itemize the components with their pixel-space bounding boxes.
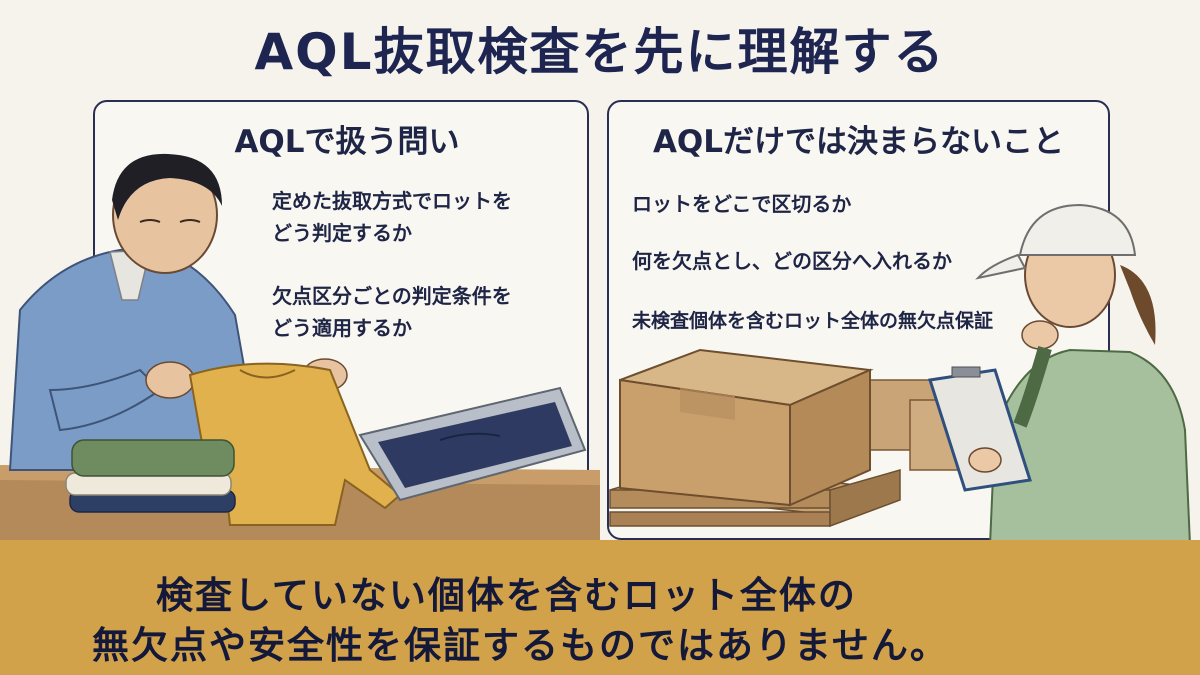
left-item-1: 定めた抜取方式でロットを どう判定するか: [272, 185, 512, 249]
left-item-2: 欠点区分ごとの判定条件を どう適用するか: [272, 280, 512, 344]
left-item-2-line1: 欠点区分ごとの判定条件を: [272, 284, 512, 308]
page-title: AQL抜取検査を先に理解する: [254, 23, 946, 81]
right-item-2: 何を欠点とし、どの区分へ入れるか: [632, 249, 952, 273]
inspector-man-illustration: [0, 153, 600, 545]
left-item-1-line2: どう判定するか: [272, 221, 412, 245]
right-item-3: 未検査個体を含むロット全体の無欠点保証: [632, 310, 994, 332]
left-item-2-line2: どう適用するか: [272, 316, 412, 340]
right-panel-heading: AQLだけでは決まらないこと: [652, 124, 1065, 160]
pallet-inspector-illustration: [609, 203, 1192, 545]
bottom-message-band: [0, 540, 1200, 675]
left-item-1-line1: 定めた抜取方式でロットを: [272, 189, 512, 213]
right-item-1: ロットをどこで区切るか: [632, 192, 852, 216]
left-panel-heading: AQLで扱う問い: [234, 124, 460, 160]
bottom-message-line1: 検査していない個体を含むロット全体の: [156, 574, 857, 617]
bottom-message-line2: 無欠点や安全性を保証するものではありません。: [92, 624, 949, 667]
